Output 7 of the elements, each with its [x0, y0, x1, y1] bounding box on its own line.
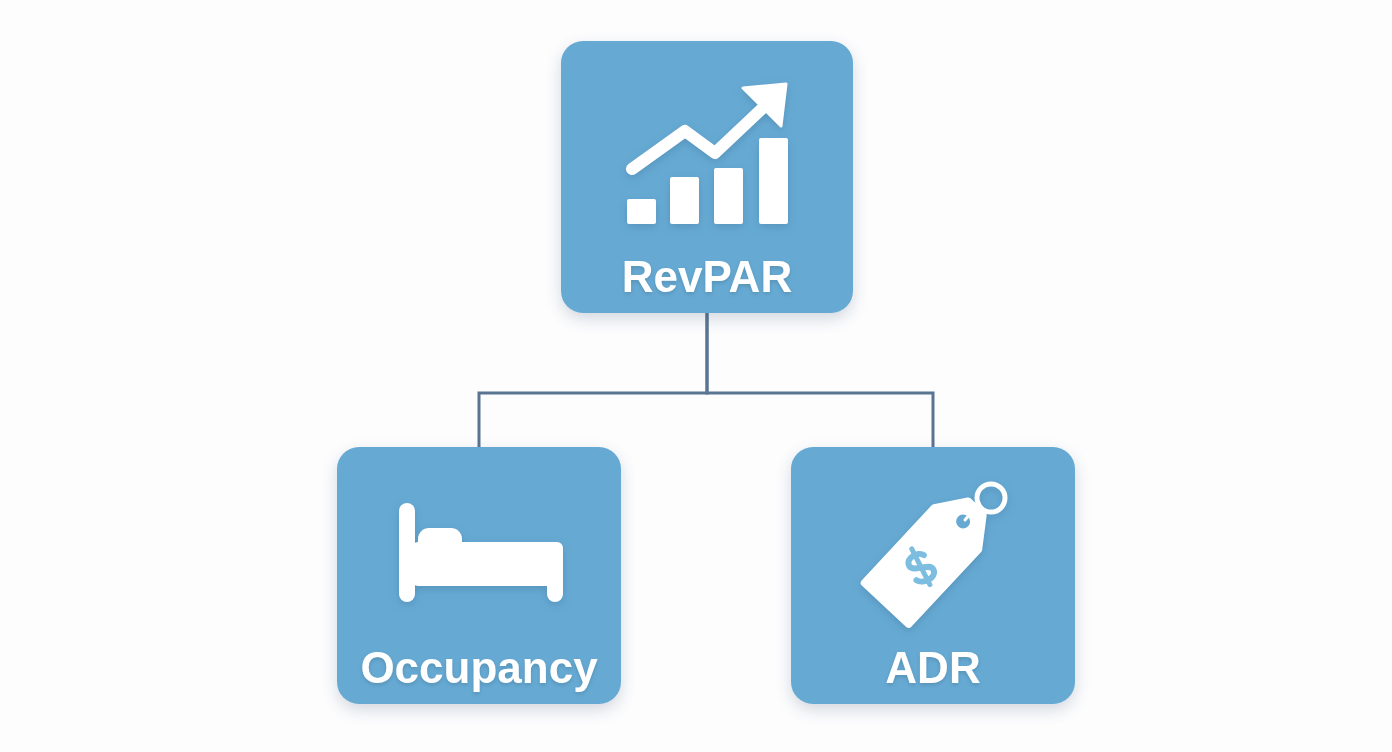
connector-line [705, 313, 935, 447]
metric-card [791, 447, 1075, 704]
metric-card [337, 447, 621, 704]
card-title: ADR [885, 646, 981, 690]
metric-card [561, 41, 853, 313]
card-title: RevPAR [621, 255, 793, 299]
card-title: Occupancy [360, 646, 598, 690]
